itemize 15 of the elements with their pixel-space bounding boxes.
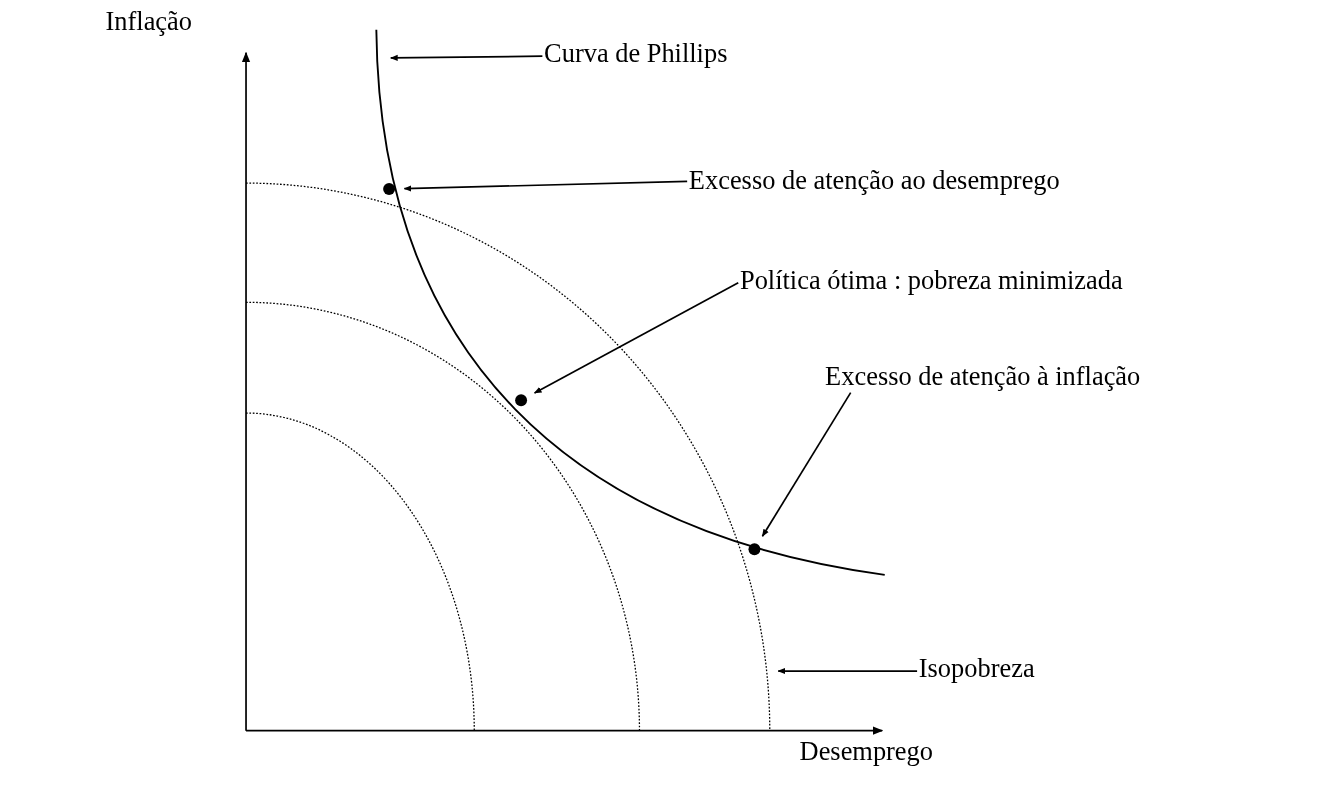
point-marker — [383, 183, 396, 195]
arrow — [403, 180, 688, 192]
annotation-label: Curva de Phillips — [544, 39, 728, 69]
arrow — [761, 391, 852, 538]
point-marker — [748, 543, 761, 556]
annotation-label: Política ótima : pobreza minimizada — [739, 265, 1123, 295]
arrow — [533, 281, 740, 394]
annotation-label: Isopobreza — [918, 654, 1035, 684]
annotation-label: Excesso de atenção à inflação — [825, 361, 1141, 391]
axis-label: Inflação — [105, 6, 192, 36]
axis-label: Desemprego — [799, 736, 933, 766]
arrow — [777, 668, 918, 675]
annotation-label: Excesso de atenção ao desemprego — [688, 166, 1060, 196]
point-marker — [515, 394, 528, 407]
arrow — [389, 54, 544, 61]
